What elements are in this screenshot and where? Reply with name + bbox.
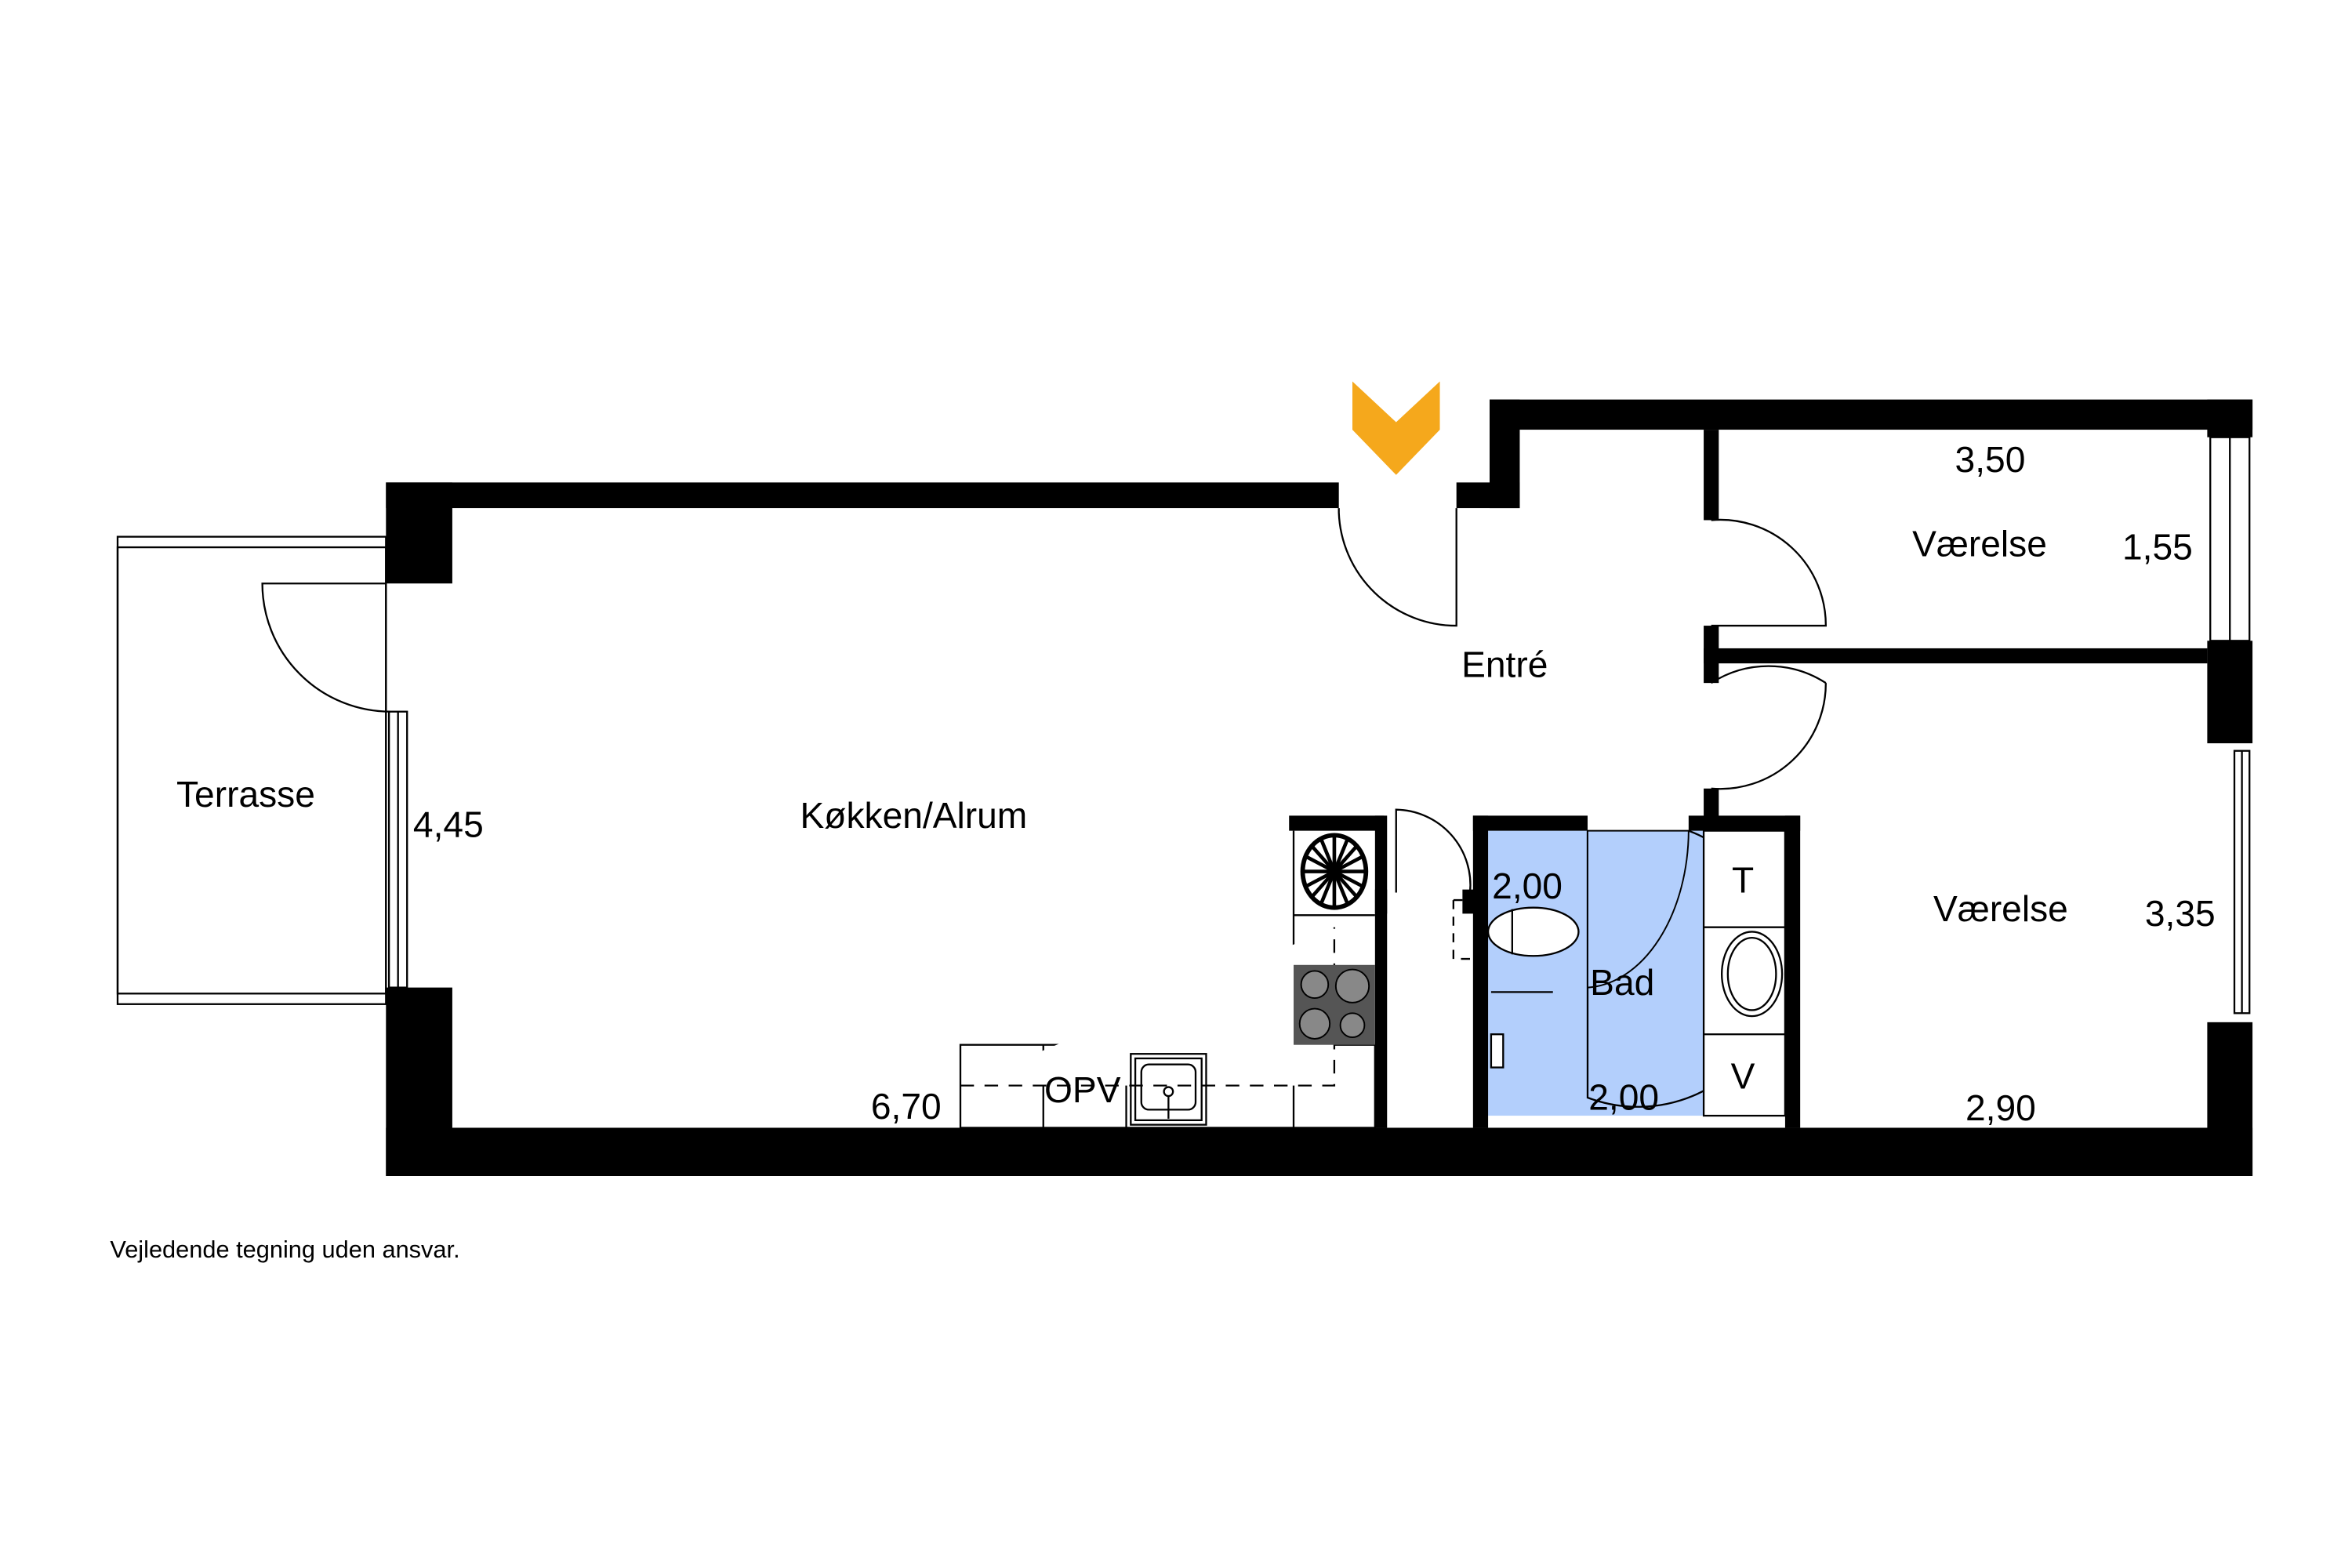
windows (388, 436, 2251, 1014)
dim-terrace-height: 4,45 (413, 804, 484, 844)
kitchen-sink (1130, 1053, 1207, 1126)
terrace (116, 535, 387, 1005)
dim-bath-height: 2,00 (1492, 866, 1563, 906)
exhaust-fan-icon (1300, 833, 1369, 910)
room-label-entry: Entré (1461, 644, 1548, 684)
room-label-bedroom-2: Værelse (1933, 888, 2068, 929)
dim-bedroom2-height: 3,35 (2145, 893, 2216, 934)
dishwasher-label: OPV (1044, 1069, 1121, 1110)
washer-label: V (1731, 1055, 1755, 1096)
bath-fixtures (1452, 829, 1787, 1117)
walls (386, 399, 2253, 1176)
room-label-terrace: Terrasse (176, 774, 315, 815)
room-label-kitchen: Køkken/Alrum (800, 795, 1028, 836)
dim-bath-width: 2,00 (1588, 1076, 1659, 1117)
dim-kitchen-width: 6,70 (871, 1086, 942, 1127)
dim-bedroom1-width: 3,50 (1955, 439, 2026, 480)
dim-bedroom2-width: 2,90 (1965, 1087, 2036, 1128)
room-label-bath: Bad (1590, 962, 1654, 1003)
dryer-label: T (1732, 859, 1754, 900)
dim-bedroom1-height: 1,55 (2122, 526, 2193, 567)
entrance-arrow-icon (1352, 381, 1440, 475)
room-label-bedroom-1: Værelse (1912, 524, 2047, 564)
disclaimer: Vejledende tegning uden ansvar. (110, 1236, 459, 1263)
hob-icon (1294, 964, 1375, 1045)
